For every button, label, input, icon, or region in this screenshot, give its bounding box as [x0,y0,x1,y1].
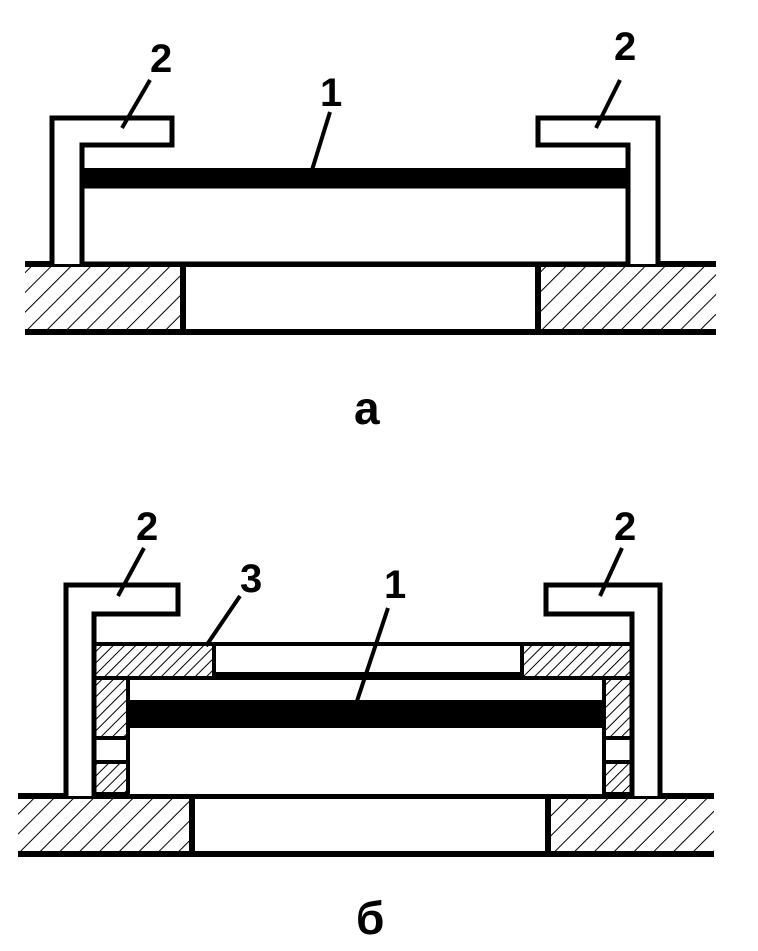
leader-3-b [204,594,242,648]
ring-top-right-b [520,642,634,680]
label-1-a: 1 [320,71,342,115]
membrane-a [82,168,628,188]
label-3-b: 3 [240,557,262,601]
label-1-b: 1 [384,563,406,607]
leader-1-b [354,607,390,705]
leader-2-right-b [598,547,624,597]
clamp-left-b [63,582,181,796]
leader-2-right-a [594,79,622,129]
diagram-a: 2 2 1 а [25,25,716,434]
clamp-right-b [543,582,663,796]
base-hatch-left-b [18,796,192,854]
sample-body-a [79,183,631,267]
diagram-b: 2 2 3 1 б [18,505,714,944]
clamp-left-a [49,115,175,264]
base-plate-b [18,793,714,857]
caption-b: б [356,892,384,944]
base-hatch-right-a [538,264,716,332]
label-2-left-b: 2 [136,505,158,549]
caption-a: а [354,382,380,434]
ring-side-right-upper-b [602,676,634,740]
leader-1-a [310,111,332,171]
membrane-b [128,700,604,726]
leader-2-left-b [116,547,146,597]
ring-gap-right-b [602,736,634,764]
ring-side-left-upper-b [92,676,130,740]
base-plate-a [25,261,716,335]
clamp-right-a [535,115,661,264]
label-2-left-a: 2 [150,37,172,81]
base-hatch-left-a [25,264,183,332]
label-2-right-a: 2 [614,25,636,69]
ring-top-left-b [92,642,216,680]
ring-side-right-lower-b [602,760,634,796]
leader-2-left-a [120,78,152,130]
ring-gap-left-b [92,736,130,764]
sample-body-b [126,724,606,798]
ring-side-left-lower-b [92,760,130,796]
base-hatch-right-b [548,796,714,854]
label-2-right-b: 2 [614,505,636,549]
